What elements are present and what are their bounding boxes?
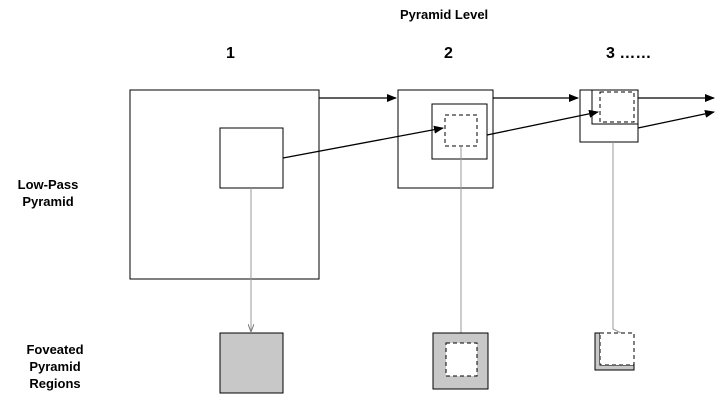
low-pass-pyramid-label: Low-Pass Pyramid	[6, 176, 90, 210]
level-1-outer-box	[129, 89, 320, 280]
level-1-inner-box	[219, 127, 284, 189]
arrow-region-3-onward	[637, 109, 715, 129]
level-3-dashed-box	[599, 91, 635, 123]
foveated-line-1: Foveated	[26, 342, 84, 357]
foveated-region-3-inner	[599, 332, 635, 366]
pyramid-level-title: Pyramid Level	[400, 7, 489, 22]
level-2-outer-box	[397, 89, 494, 189]
foveated-region-2-inner	[445, 342, 478, 377]
level-2-inner-box	[431, 103, 488, 160]
level-2-label: 2	[444, 45, 453, 62]
foveated-line-3: Regions	[29, 376, 81, 391]
level-3-label: 3 ……	[606, 45, 652, 62]
foveated-line-2: Pyramid	[29, 359, 81, 374]
level-1-label: 1	[226, 45, 235, 62]
arrow-region-1-to-2	[282, 125, 444, 159]
foveated-region-1	[219, 332, 284, 394]
level-3-inner-box	[591, 89, 639, 125]
low-pass-line-2: Pyramid	[22, 194, 74, 209]
low-pass-line-1: Low-Pass	[17, 177, 79, 192]
connector-level-3-tail	[612, 328, 622, 334]
arrow-region-2-to-3	[486, 109, 599, 136]
foveated-regions-label: Foveated Pyramid Regions	[10, 341, 100, 392]
